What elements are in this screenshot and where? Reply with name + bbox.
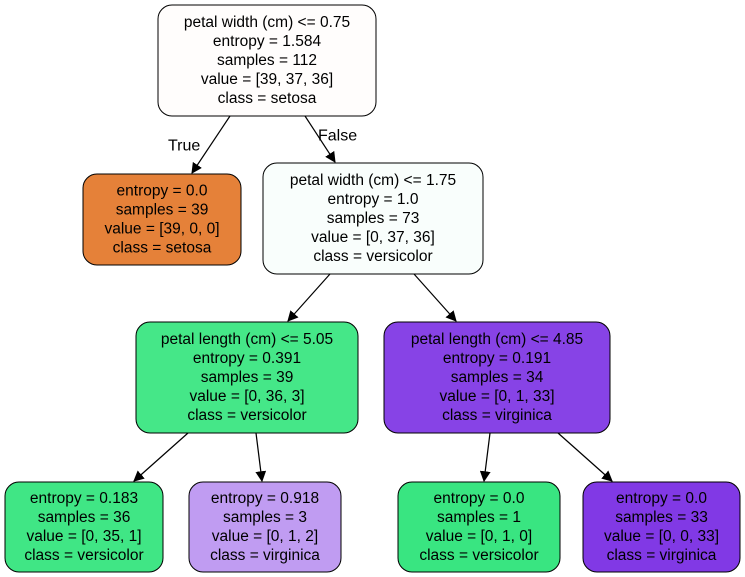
tree-edge-left-2-to-leaf-1 xyxy=(133,432,189,482)
node-text-line: entropy = 0.0 xyxy=(616,490,707,507)
tree-edge-right-1-to-right-2 xyxy=(413,273,457,322)
node-box xyxy=(582,481,741,573)
node-text-line: value = [0, 1, 33] xyxy=(439,388,554,405)
node-text-line: entropy = 0.391 xyxy=(193,350,301,367)
edge-arrow xyxy=(413,273,457,322)
edge-label: False xyxy=(318,128,357,145)
node-text-line: samples = 112 xyxy=(217,52,317,69)
tree-node-left-1: entropy = 0.0 samples = 39 value = [39, 0,… xyxy=(82,173,242,266)
node-text-line: value = [0, 1, 0] xyxy=(426,528,532,545)
node-text-line: petal length (cm) <= 4.85 xyxy=(411,331,583,348)
node-text-line: petal length (cm) <= 5.05 xyxy=(161,331,333,348)
node-box xyxy=(4,481,164,573)
node-text-line: class = virginica xyxy=(607,547,717,564)
edge-arrow xyxy=(304,115,336,163)
nodes-layer: petal width (cm) <= 0.75 entropy = 1.584 s… xyxy=(4,4,741,573)
node-text-line: value = [0, 35, 1] xyxy=(26,528,141,545)
edge-arrow xyxy=(479,432,491,483)
tree-node-right-1: petal width (cm) <= 1.75 entropy = 1.0 sam… xyxy=(262,162,484,275)
tree-node-right-2: petal length (cm) <= 4.85 entropy = 0.191… xyxy=(383,321,611,434)
node-box xyxy=(262,162,484,275)
edges-layer: True False xyxy=(133,115,613,483)
node-box xyxy=(135,321,359,434)
node-text-line: class = versicolor xyxy=(419,547,538,564)
node-text-line: value = [0, 0, 33] xyxy=(604,528,719,545)
node-text-line: entropy = 1.584 xyxy=(213,33,322,50)
tree-node-left-2: petal length (cm) <= 5.05 entropy = 0.391… xyxy=(135,321,359,434)
edge-label: True xyxy=(168,138,200,155)
edge-arrow xyxy=(133,432,189,482)
tree-node-leaf-2: entropy = 0.918 samples = 3 value = [0, 1,… xyxy=(188,481,342,573)
tree-node-leaf-4: entropy = 0.0 samples = 33 value = [0, 0, … xyxy=(582,481,741,573)
node-text-line: class = setosa xyxy=(113,240,212,257)
tree-edge-left-2-to-leaf-2 xyxy=(255,432,267,483)
node-text-line: entropy = 0.0 xyxy=(117,183,208,200)
node-text-line: entropy = 0.918 xyxy=(211,490,319,507)
tree-node-root: petal width (cm) <= 0.75 entropy = 1.584 s… xyxy=(157,4,377,117)
node-text-line: samples = 1 xyxy=(437,509,521,526)
node-text-line: class = virginica xyxy=(442,407,552,424)
tree-node-leaf-3: entropy = 0.0 samples = 1 value = [0, 1, 0… xyxy=(397,481,561,573)
node-text-line: class = versicolor xyxy=(187,407,306,424)
node-box xyxy=(383,321,611,434)
node-text-line: class = setosa xyxy=(218,90,317,107)
tree-edge-right-1-to-left-2 xyxy=(287,273,331,322)
node-box xyxy=(157,4,377,117)
node-text-line: samples = 36 xyxy=(38,509,131,526)
node-text-line: class = versicolor xyxy=(24,547,143,564)
node-text-line: samples = 39 xyxy=(201,369,294,386)
node-text-line: entropy = 1.0 xyxy=(328,191,419,208)
node-text-line: value = [0, 1, 2] xyxy=(212,528,318,545)
node-box xyxy=(82,173,242,266)
node-text-line: value = [0, 37, 36] xyxy=(311,229,435,246)
node-text-line: samples = 39 xyxy=(116,202,209,219)
node-text-line: petal width (cm) <= 0.75 xyxy=(184,14,350,31)
node-text-line: entropy = 0.191 xyxy=(443,350,551,367)
tree-edge-right-2-to-leaf-3 xyxy=(479,432,491,483)
node-text-line: samples = 73 xyxy=(327,210,420,227)
edge-arrow xyxy=(287,273,331,322)
node-text-line: petal width (cm) <= 1.75 xyxy=(290,172,456,189)
edge-arrow xyxy=(255,432,267,483)
node-text-line: class = virginica xyxy=(210,547,320,564)
node-text-line: entropy = 0.183 xyxy=(30,490,138,507)
node-text-line: value = [0, 36, 3] xyxy=(189,388,304,405)
node-text-line: samples = 34 xyxy=(451,369,544,386)
tree-edge-right-2-to-leaf-4 xyxy=(557,432,613,482)
node-text-line: value = [39, 0, 0] xyxy=(104,221,219,238)
tree-edge-root-to-left-1: True xyxy=(168,115,231,174)
node-text-line: class = versicolor xyxy=(313,248,432,265)
node-text-line: samples = 3 xyxy=(223,509,307,526)
tree-edge-root-to-right-1: False xyxy=(304,115,357,163)
tree-node-leaf-1: entropy = 0.183 samples = 36 value = [0, 3… xyxy=(4,481,164,573)
node-text-line: value = [39, 37, 36] xyxy=(201,71,333,88)
node-box xyxy=(188,481,342,573)
edge-arrow xyxy=(557,432,613,482)
node-text-line: samples = 33 xyxy=(615,509,708,526)
node-text-line: entropy = 0.0 xyxy=(434,490,525,507)
node-box xyxy=(397,481,561,573)
edge-arrow xyxy=(191,115,231,174)
